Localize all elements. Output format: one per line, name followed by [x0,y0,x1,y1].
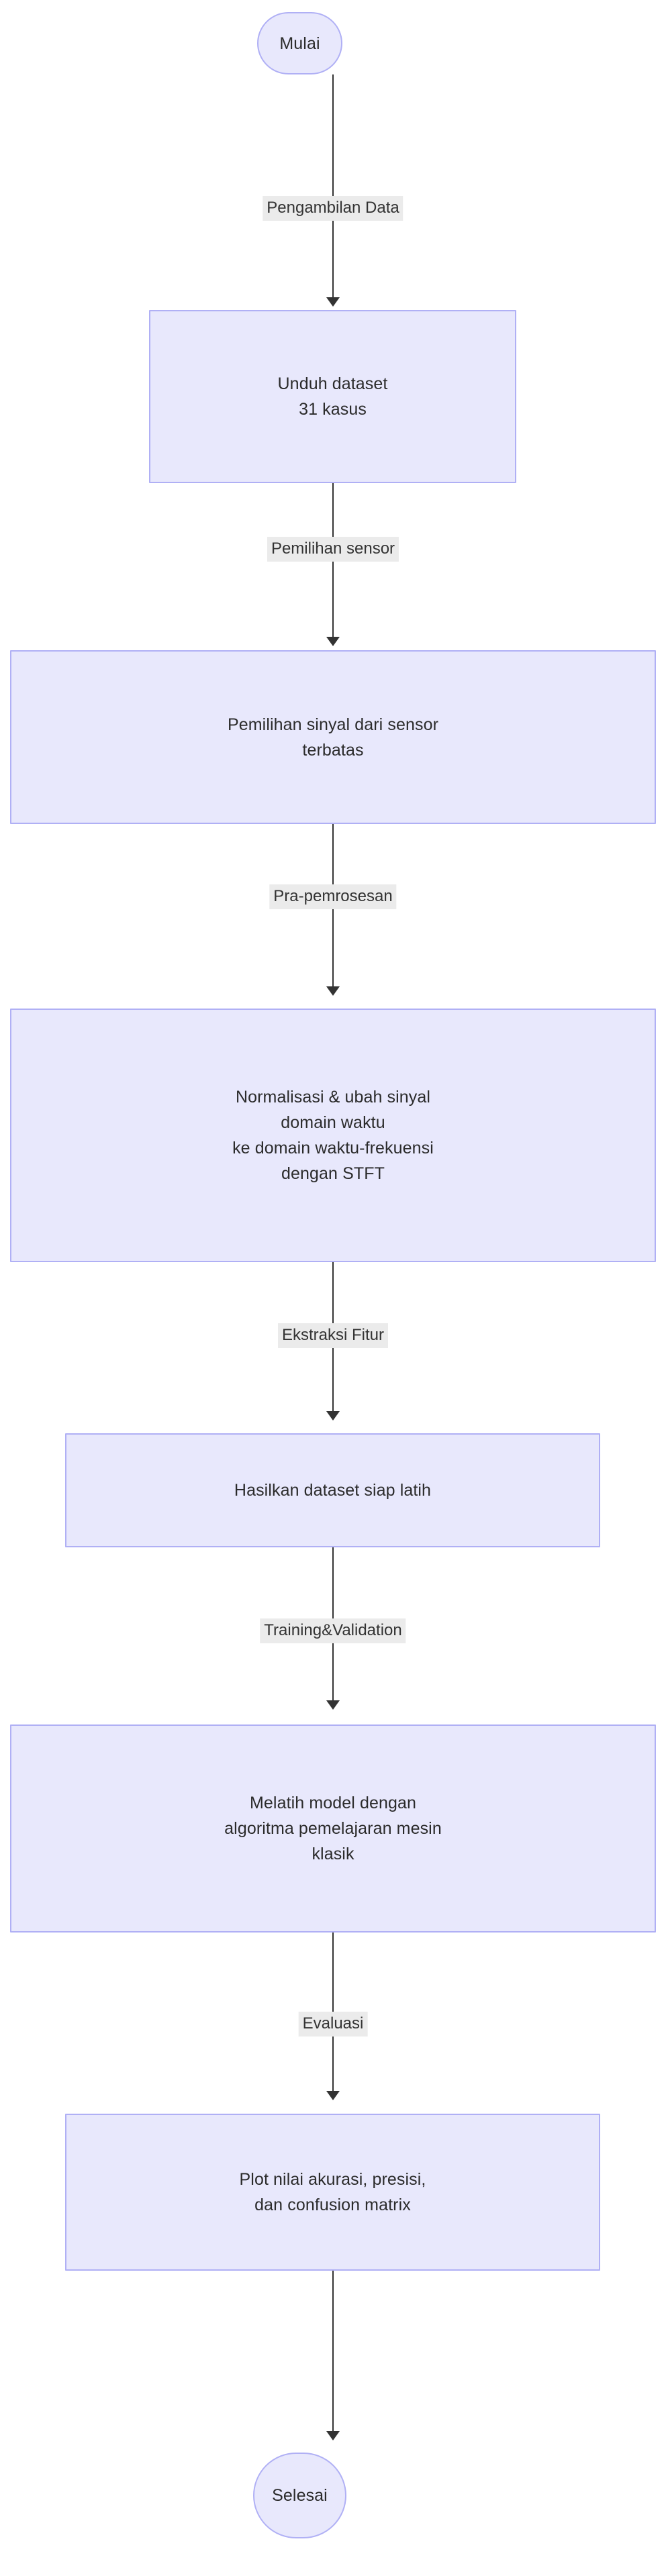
edge-download-to-select-arrowhead [326,637,340,646]
edge-dataset-to-train-arrowhead [326,1700,340,1710]
node-end-label: Selesai [272,2486,328,2505]
node-plot-evaluasi-line2: dan confusion matrix [254,2196,411,2214]
node-plot-evaluasi[interactable]: Plot nilai akurasi, presisi, dan confusio… [65,2114,600,2271]
node-unduh-dataset-label: Unduh dataset 31 kasus [150,371,515,422]
node-normalisasi-stft-line1: Normalisasi & ubah sinyal [235,1088,431,1106]
edge-evaluate-to-end-line [332,2271,334,2434]
edge-preprocess-to-dataset-arrowhead [326,1411,340,1421]
edge-label-training-validation: Training&Validation [260,1618,406,1643]
node-pemilihan-sinyal-line1: Pemilihan sinyal dari sensor [227,715,439,734]
node-hasilkan-dataset[interactable]: Hasilkan dataset siap latih [65,1433,600,1547]
edge-label-pemilihan-sensor: Pemilihan sensor [267,537,399,562]
node-plot-evaluasi-line1: Plot nilai akurasi, presisi, [239,2170,426,2189]
edge-label-pra-pemrosesan: Pra-pemrosesan [269,884,397,909]
node-melatih-model-line3: klasik [312,1845,354,1863]
node-hasilkan-dataset-label: Hasilkan dataset siap latih [234,1481,432,1500]
node-unduh-dataset-line2: 31 kasus [299,400,367,419]
edge-label-pengambilan-data: Pengambilan Data [263,196,403,221]
edge-label-ekstraksi-fitur: Ekstraksi Fitur [277,1323,389,1348]
node-unduh-dataset[interactable]: Unduh dataset 31 kasus [149,310,516,483]
node-melatih-model-line1: Melatih model dengan [250,1794,416,1812]
edge-evaluate-to-end-arrowhead [326,2431,340,2440]
edge-select-to-preprocess-arrowhead [326,986,340,996]
edge-start-to-download-line [332,74,334,300]
node-normalisasi-stft-label: Normalisasi & ubah sinyal domain waktu ke … [11,1084,655,1186]
node-melatih-model[interactable]: Melatih model dengan algoritma pemelajara… [10,1724,656,1933]
node-normalisasi-stft-line3: ke domain waktu-frekuensi [232,1139,434,1157]
node-pemilihan-sinyal-label: Pemilihan sinyal dari sensor terbatas [11,712,655,763]
node-melatih-model-label: Melatih model dengan algoritma pemelajara… [11,1790,655,1867]
edge-start-to-download-arrowhead [326,297,340,307]
node-start-label: Mulai [279,34,320,53]
edge-label-evaluasi: Evaluasi [298,2012,368,2037]
node-normalisasi-stft[interactable]: Normalisasi & ubah sinyal domain waktu ke … [10,1009,656,1262]
node-pemilihan-sinyal[interactable]: Pemilihan sinyal dari sensor terbatas [10,650,656,824]
node-unduh-dataset-line1: Unduh dataset [277,374,388,393]
node-normalisasi-stft-line4: dengan STFT [281,1164,385,1183]
node-normalisasi-stft-line2: domain waktu [281,1113,385,1132]
node-start-mulai[interactable]: Mulai [257,12,342,74]
node-plot-evaluasi-label: Plot nilai akurasi, presisi, dan confusio… [66,2167,599,2218]
node-end-selesai[interactable]: Selesai [253,2453,346,2538]
node-pemilihan-sinyal-line2: terbatas [302,740,364,760]
edge-train-to-evaluate-arrowhead [326,2091,340,2100]
node-melatih-model-line2: algoritma pemelajaran mesin [224,1819,442,1838]
